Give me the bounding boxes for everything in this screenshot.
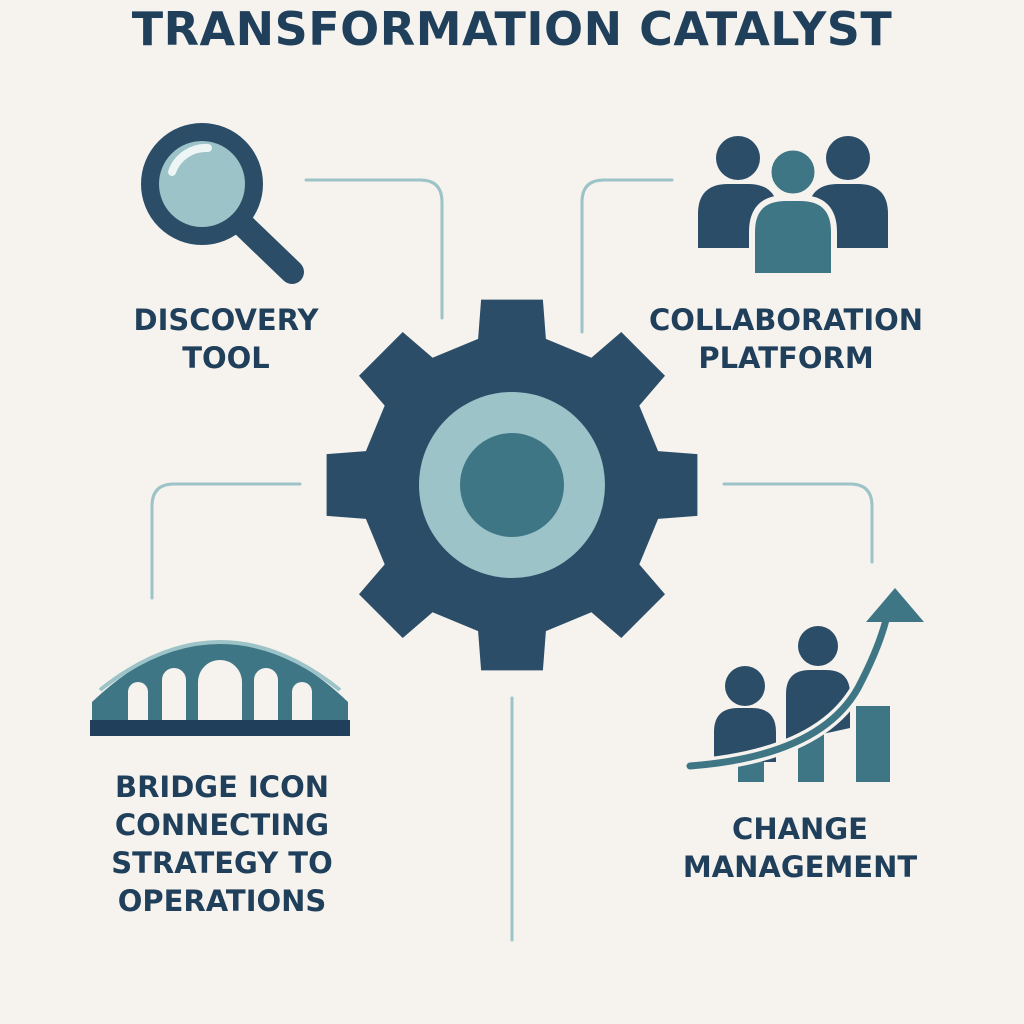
collaboration-platform-label: COLLABORATION PLATFORM <box>648 303 924 375</box>
bridge-label: BRIDGE ICON CONNECTING STRATEGY TO OPERA… <box>111 770 333 918</box>
people-group-icon <box>698 136 888 279</box>
growth-chart-icon <box>683 588 924 782</box>
page-title: TRANSFORMATION CATALYST <box>131 2 893 56</box>
magnifying-glass-icon <box>141 123 304 284</box>
change-management-label: CHANGE MANAGEMENT <box>682 812 918 884</box>
connector-discovery <box>304 178 444 320</box>
connector-bridge <box>150 482 302 600</box>
connector-lines <box>150 178 874 942</box>
bridge-icon <box>90 640 350 736</box>
connector-collaboration <box>580 178 674 334</box>
discovery-tool-label: DISCOVERY TOOL <box>133 303 319 375</box>
gear-icon <box>326 299 698 671</box>
connector-change <box>722 482 874 564</box>
